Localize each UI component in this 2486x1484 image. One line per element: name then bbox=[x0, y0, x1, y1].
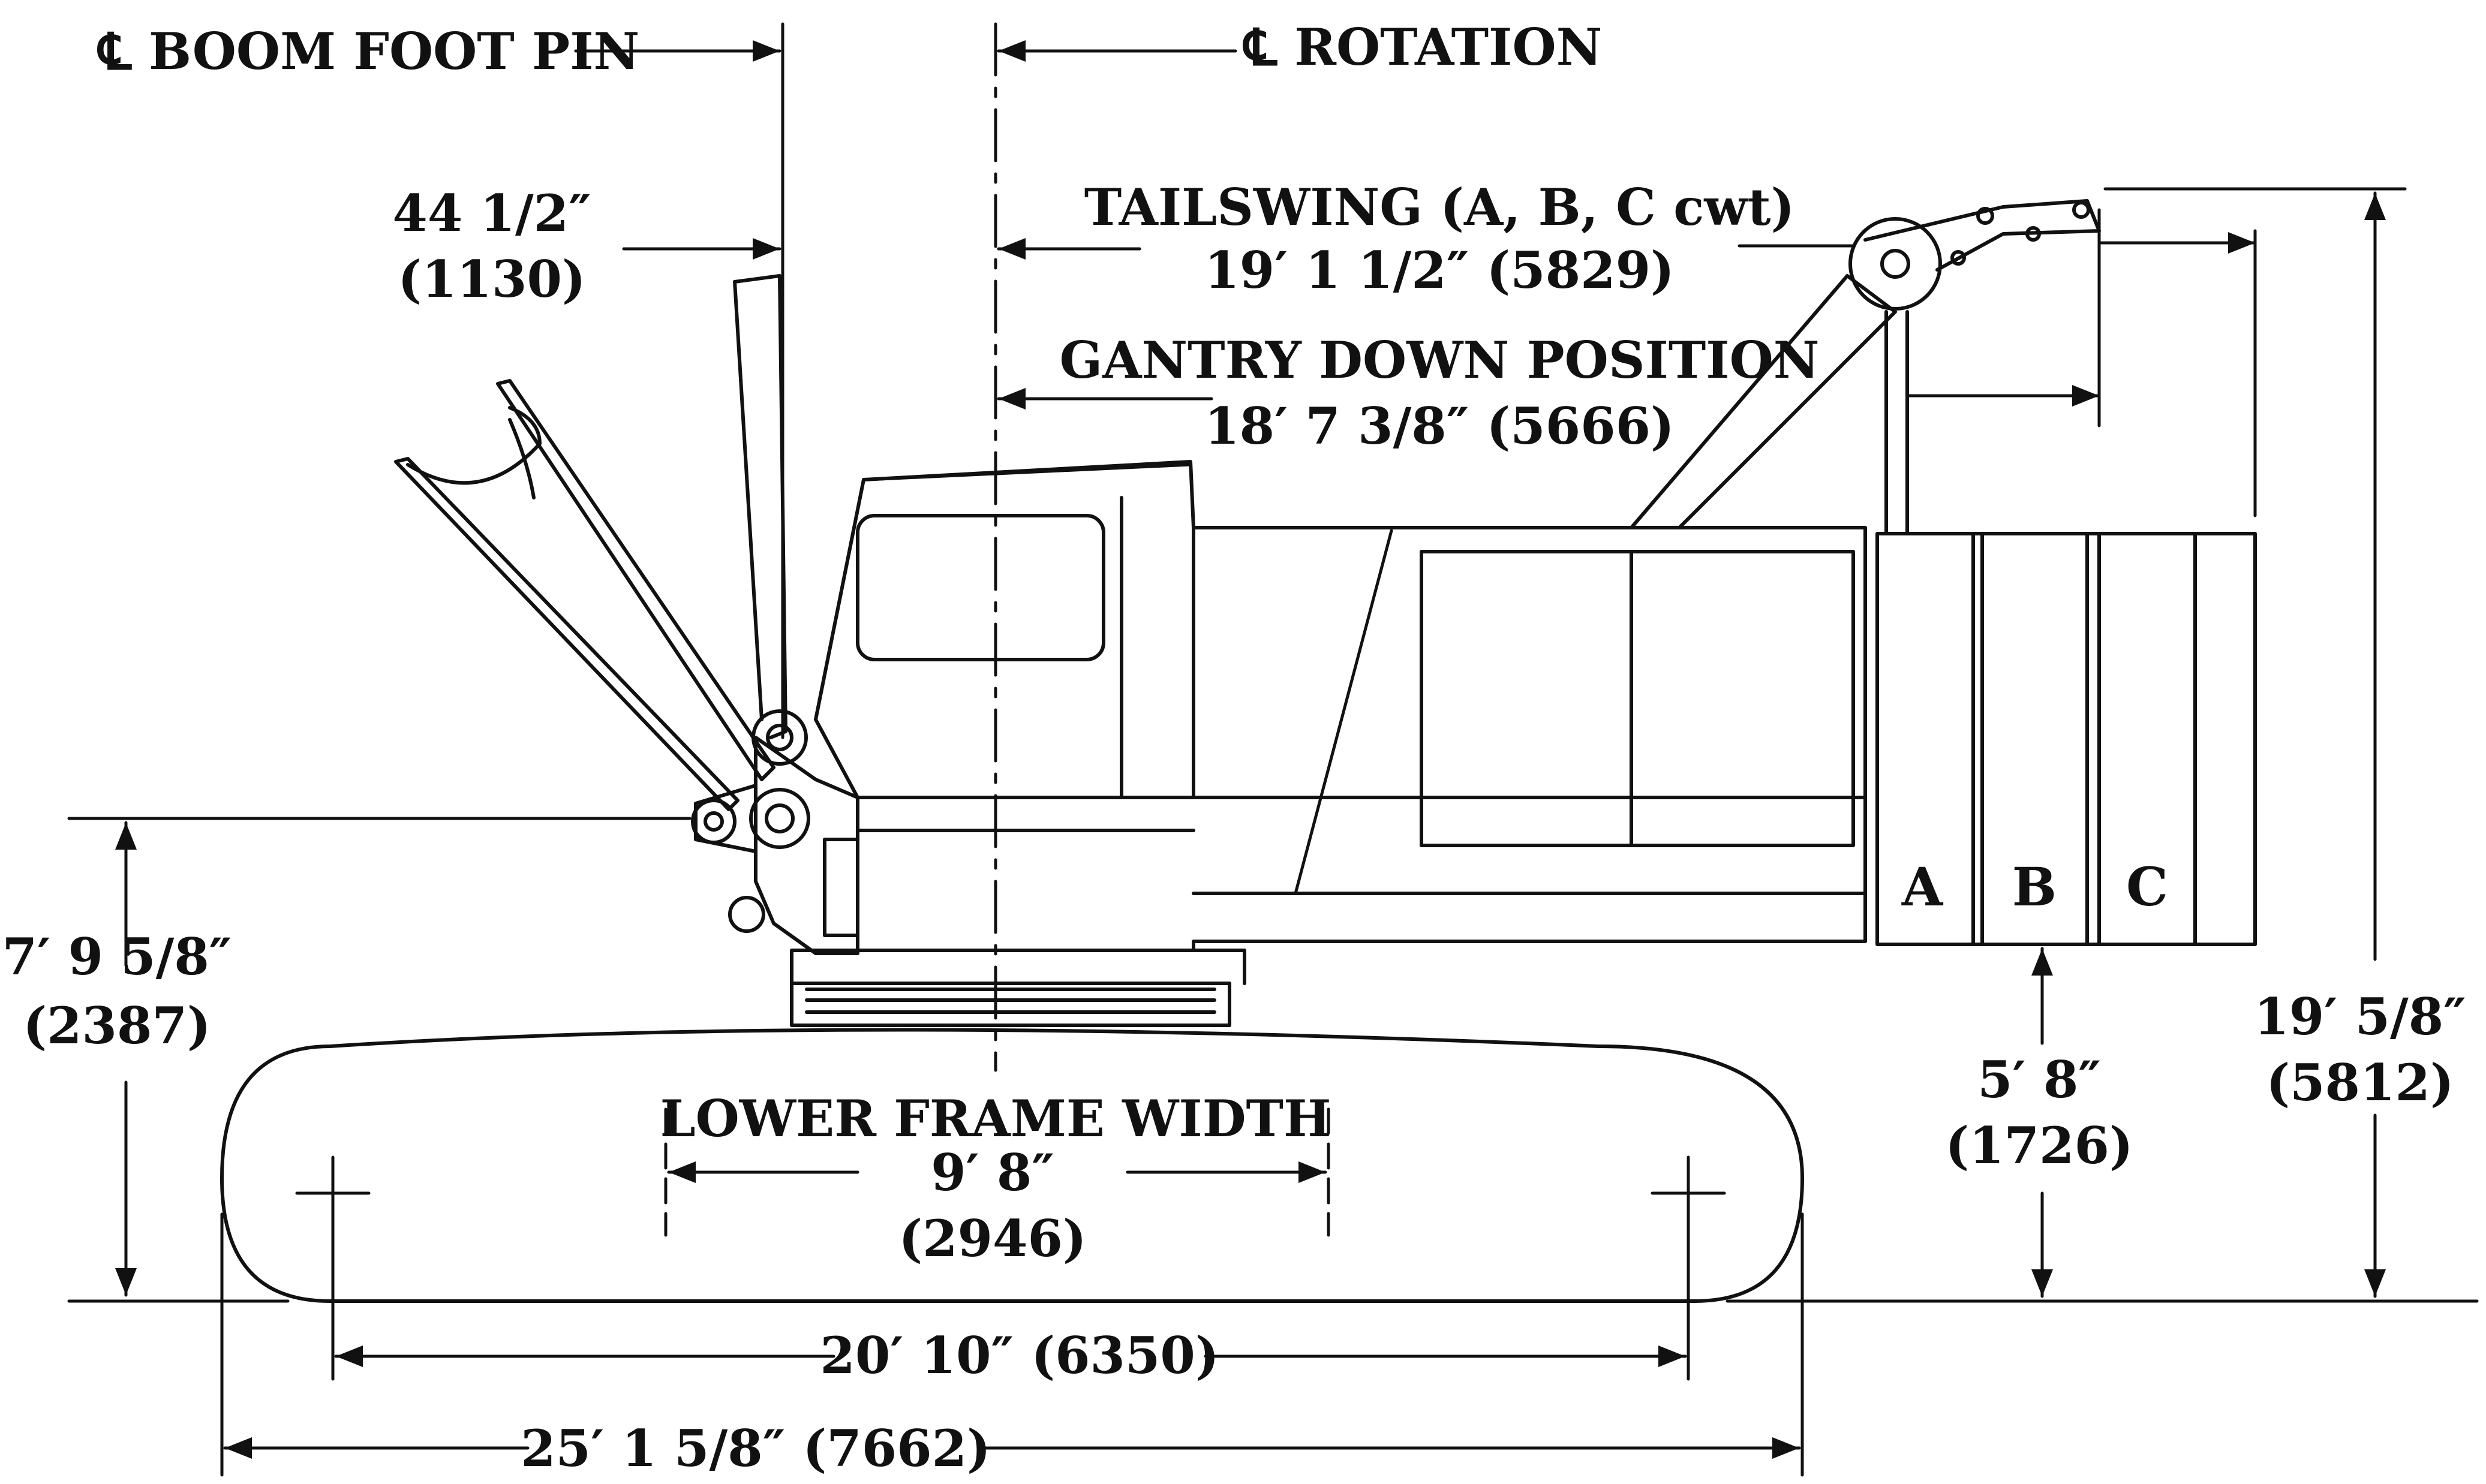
offset-mm: (1130) bbox=[398, 249, 585, 309]
overall-height-mm: (5812) bbox=[2266, 1053, 2454, 1112]
gantry bbox=[1630, 199, 2101, 535]
tumbler-centers-dimension: 20′ 10″ (6350) bbox=[820, 1326, 1219, 1385]
offset-inches: 44 1/2″ bbox=[392, 183, 591, 243]
lower-frame-title: LOWER FRAME WIDTH bbox=[660, 1089, 1331, 1148]
engine-panel bbox=[1420, 550, 1855, 847]
left-height-mm: (2387) bbox=[23, 996, 211, 1055]
crawler-track bbox=[220, 1028, 1804, 1303]
counterweight-a-label: A bbox=[1901, 856, 1944, 918]
lower-frame-mm: (2946) bbox=[898, 1209, 1086, 1268]
overall-length-dimension: 25′ 1 5/8″ (7662) bbox=[521, 1419, 991, 1478]
boom-foot-bracket bbox=[691, 709, 859, 955]
upper-deck bbox=[856, 796, 1867, 952]
swing-ring bbox=[790, 949, 1246, 1027]
cwt-clearance-inches: 5′ 8″ bbox=[1977, 1050, 2101, 1109]
overall-height-inches: 19′ 5/8″ bbox=[2254, 987, 2466, 1046]
cwt-clearance-mm: (1726) bbox=[1945, 1116, 2133, 1175]
boom-section-vertical bbox=[733, 274, 787, 739]
rotation-label: ℄ ROTATION bbox=[1242, 17, 1602, 77]
gantry-down-title: GANTRY DOWN POSITION bbox=[1059, 330, 1819, 390]
tumbler-left bbox=[295, 1155, 371, 1231]
boom-foot-pin-label: ℄ BOOM FOOT PIN bbox=[97, 22, 639, 81]
tailswing-value: 19′ 1 1/2″ (5829) bbox=[1204, 240, 1675, 300]
gantry-down-value: 18′ 7 3/8″ (5666) bbox=[1204, 396, 1675, 456]
lower-frame-inches: 9′ 8″ bbox=[931, 1143, 1054, 1202]
counterweight-stack bbox=[1875, 532, 2257, 946]
cab-window bbox=[856, 514, 1105, 661]
counterweight-b-label: B bbox=[2012, 856, 2057, 918]
tumbler-right bbox=[1651, 1155, 1726, 1231]
left-height-inches: 7′ 9 5/8″ bbox=[2, 927, 232, 986]
tailswing-title: TAILSWING (A, B, C cwt) bbox=[1084, 177, 1795, 237]
boom-section-outer bbox=[394, 406, 740, 811]
machinery-housing bbox=[1192, 526, 1867, 799]
counterweight-c-label: C bbox=[2126, 856, 2168, 918]
operator-cab bbox=[814, 460, 1195, 799]
